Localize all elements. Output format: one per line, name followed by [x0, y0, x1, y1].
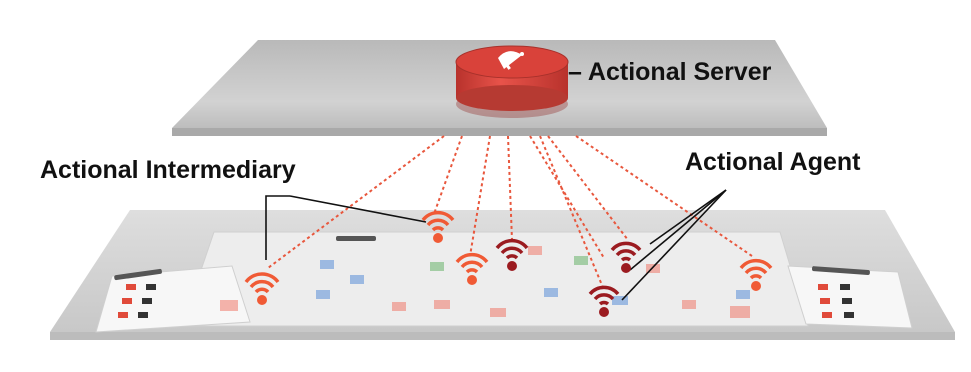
network-plane: [50, 210, 955, 340]
actional-intermediary-label: Actional Intermediary: [40, 156, 296, 184]
satellite-dish-icon: [498, 51, 524, 70]
side-node-list-right: [818, 284, 854, 318]
wireless-broadcast-icon: [739, 258, 773, 291]
wireless-broadcast-icon: [495, 238, 529, 271]
wireless-broadcast-icon: [610, 241, 642, 273]
actional-server-label: – Actional Server: [568, 58, 772, 86]
wireless-broadcast-icon: [244, 272, 280, 305]
actional-agent-label: Actional Agent: [685, 148, 861, 176]
callout-lines: [265, 189, 727, 301]
server-cylinder-icon: [455, 45, 569, 118]
network-nodes: [220, 246, 750, 318]
connector-lines: [267, 135, 753, 291]
side-node-list-left: [118, 284, 156, 318]
wireless-broadcast-icon: [455, 252, 489, 285]
wireless-broadcast-icon: [588, 285, 620, 317]
wireless-broadcast-icon: [421, 210, 455, 243]
